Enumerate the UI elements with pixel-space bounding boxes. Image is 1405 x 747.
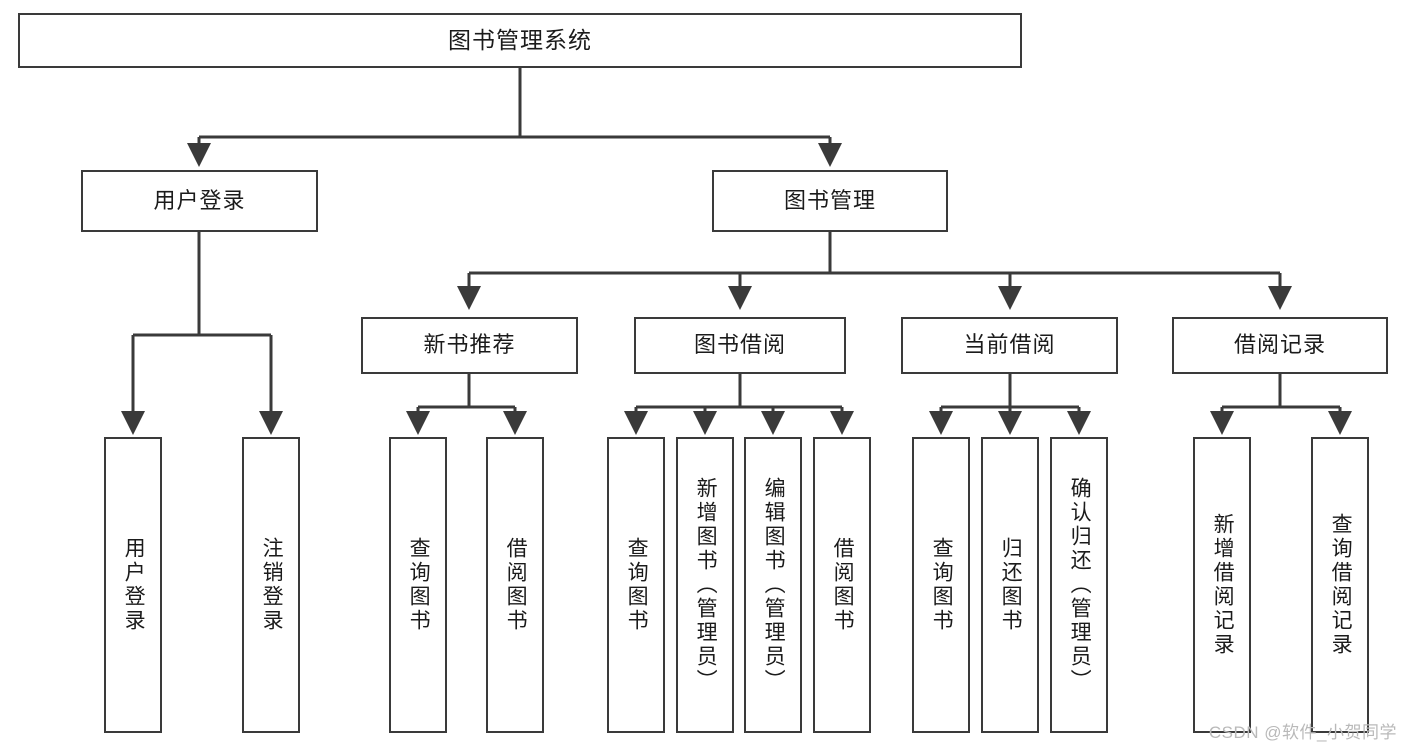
node-root-system[interactable]: 图书管理系统 xyxy=(18,13,1022,68)
node-label: 图书管理 xyxy=(783,187,876,213)
leaf-borrow-query-book[interactable]: 查询图书 xyxy=(607,437,665,733)
node-user-login[interactable]: 用户登录 xyxy=(81,170,318,232)
leaf-recommend-borrow-book[interactable]: 借阅图书 xyxy=(486,437,544,733)
node-label: 新增借阅记录 xyxy=(1211,513,1235,657)
leaf-user-logout[interactable]: 注销登录 xyxy=(242,437,300,733)
leaf-borrow-add-book-admin[interactable]: 新增图书（管理员） xyxy=(676,437,734,733)
leaf-user-login[interactable]: 用户登录 xyxy=(104,437,162,733)
node-current-borrow[interactable]: 当前借阅 xyxy=(901,317,1118,374)
leaf-current-confirm-return-admin[interactable]: 确认归还（管理员） xyxy=(1050,437,1108,733)
node-label: 查询图书 xyxy=(407,537,431,633)
node-label: 图书借阅 xyxy=(693,332,786,358)
node-label: 用户登录 xyxy=(153,187,246,213)
node-label: 新书推荐 xyxy=(423,332,516,358)
node-label: 借阅图书 xyxy=(831,537,855,633)
node-label: 注销登录 xyxy=(260,537,284,633)
node-label: 归还图书 xyxy=(999,537,1023,633)
node-borrow-record[interactable]: 借阅记录 xyxy=(1172,317,1388,374)
leaf-record-add-record[interactable]: 新增借阅记录 xyxy=(1193,437,1251,733)
node-new-book-recommend[interactable]: 新书推荐 xyxy=(361,317,578,374)
node-label: 新增图书（管理员） xyxy=(694,477,718,693)
node-label: 查询借阅记录 xyxy=(1329,513,1353,657)
leaf-recommend-query-book[interactable]: 查询图书 xyxy=(389,437,447,733)
watermark-text: CSDN @软件_小贺同学 xyxy=(1208,723,1397,742)
node-label: 当前借阅 xyxy=(963,332,1056,358)
node-label: 借阅记录 xyxy=(1233,332,1326,358)
node-label: 确认归还（管理员） xyxy=(1068,477,1092,693)
leaf-current-query-book[interactable]: 查询图书 xyxy=(912,437,970,733)
leaf-record-query-record[interactable]: 查询借阅记录 xyxy=(1311,437,1369,733)
node-label: 查询图书 xyxy=(930,537,954,633)
leaf-borrow-borrow-book[interactable]: 借阅图书 xyxy=(813,437,871,733)
node-label: 借阅图书 xyxy=(504,537,528,633)
node-label: 查询图书 xyxy=(625,537,649,633)
leaf-current-return-book[interactable]: 归还图书 xyxy=(981,437,1039,733)
node-label: 图书管理系统 xyxy=(448,26,592,53)
node-label: 编辑图书（管理员） xyxy=(762,477,786,693)
node-label: 用户登录 xyxy=(122,537,146,633)
node-book-borrow[interactable]: 图书借阅 xyxy=(634,317,846,374)
leaf-borrow-edit-book-admin[interactable]: 编辑图书（管理员） xyxy=(744,437,802,733)
node-book-management[interactable]: 图书管理 xyxy=(712,170,948,232)
